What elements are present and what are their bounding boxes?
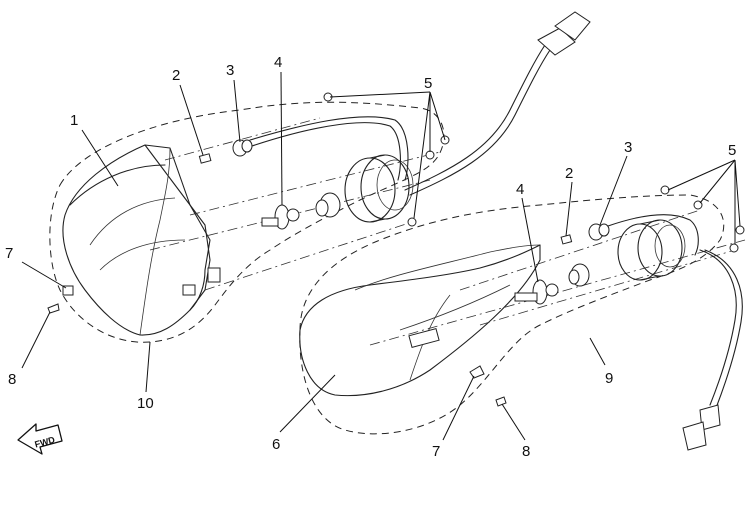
left-reflector-ring [344,154,414,223]
right-reflector-ring [617,219,686,281]
right-socket-housing [568,263,590,287]
callout-9: 9 [605,370,613,387]
right-socket-part-3 [588,223,610,241]
callout-1: 1 [70,112,78,129]
callout-2-right: 2 [565,165,573,182]
left-assembly-boundary [49,101,445,343]
callout-10: 10 [137,395,154,412]
left-clip-part-7 [62,285,74,296]
callout-5-right: 5 [728,142,736,159]
left-headlight-assembly [47,11,591,343]
callout-8-left: 8 [8,371,16,388]
callout-7-left: 7 [5,245,13,262]
forward-arrow-icon: FWD [17,423,63,455]
callout-5-left: 5 [424,75,432,92]
left-mount-tab [182,284,196,296]
left-wire-harness [249,11,591,196]
left-connector [537,27,576,56]
right-side-marker [408,327,440,349]
callout-4-right: 4 [516,181,524,198]
callout-7-right: 7 [432,443,440,460]
right-headlight-lens [299,244,541,397]
right-screw-part-8 [495,396,507,407]
leader-lines [21,71,741,441]
left-socket-part-3 [232,139,253,157]
callout-4-left: 4 [274,54,282,71]
left-screw-part-2 [198,153,212,164]
right-headlight-assembly [299,185,746,451]
right-bulb-part-4 [514,279,559,305]
right-assembly-boundary [299,194,725,435]
callout-8-right: 8 [522,443,530,460]
callout-3-right: 3 [624,139,632,156]
left-screw-part-8 [47,303,60,314]
left-adjuster-block [207,267,221,283]
callout-labels: 1 2 3 4 5 7 8 10 4 2 3 5 9 6 7 8 [5,54,736,460]
left-headlight-housing [62,144,221,336]
right-clip-part-7 [469,365,485,379]
right-wire-harness [607,214,743,451]
callout-2-left: 2 [172,67,180,84]
callout-6: 6 [272,436,280,453]
callout-3-left: 3 [226,62,234,79]
left-bulb-part-4 [261,204,300,230]
right-screw-part-2 [560,234,573,245]
left-socket-housing [315,192,341,218]
